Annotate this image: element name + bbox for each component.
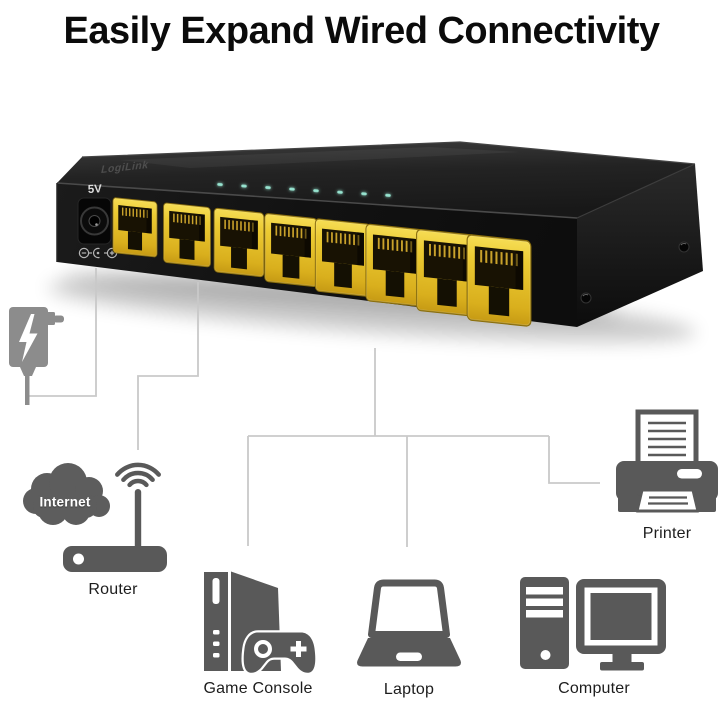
router-label: Router: [88, 581, 138, 598]
laptop-icon: [357, 579, 461, 667]
internet-label: Internet: [39, 494, 91, 510]
polarity-symbol: [78, 247, 118, 259]
lightning-bolt-icon: [19, 314, 38, 362]
power-adapter-icon: [9, 307, 64, 405]
switch-brand-text: LogiLink: [101, 159, 150, 176]
rj45-port: [162, 201, 212, 268]
rj45-port: [112, 196, 158, 258]
switch-front-top-edge: [56, 182, 578, 219]
cable-printer: [548, 436, 600, 484]
game-console-label: Game Console: [203, 680, 313, 697]
network-switch: LogiLink 5V: [56, 141, 703, 328]
router-led-dot: [73, 553, 84, 565]
router-body: [63, 546, 167, 572]
switch-side-face: [577, 164, 703, 327]
switch-top-face: [57, 142, 695, 218]
top-face-sheen: [120, 147, 520, 168]
screw-highlight: [680, 243, 687, 246]
connection-lines: [27, 268, 600, 547]
cable-power-adapter: [27, 268, 97, 397]
rj45-port: [465, 233, 533, 328]
game-console-icon: [204, 571, 318, 676]
page-title: Easily Expand Wired Connectivity: [63, 10, 660, 52]
switch-back-edge: [81, 141, 696, 165]
screw-highlight: [582, 294, 589, 297]
laptop-label: Laptop: [383, 681, 435, 698]
wifi-waves-icon: [115, 462, 161, 488]
computer-label: Computer: [558, 680, 630, 697]
rj45-port: [314, 217, 372, 298]
internet-cloud-icon: [23, 463, 110, 525]
switch-side-top-edge: [576, 163, 696, 219]
dc-power-jack: [77, 197, 112, 245]
case-screws: [580, 241, 690, 304]
cable-router: [137, 282, 199, 450]
rj45-port: [364, 222, 426, 308]
router-icon: [63, 462, 167, 572]
printer-icon: [616, 409, 718, 513]
printer-label: Printer: [642, 525, 692, 542]
rj45-port: [263, 212, 319, 288]
computer-icon: [520, 577, 666, 671]
router-antenna: [134, 489, 142, 549]
rj45-port: [213, 207, 265, 278]
power-port-label: 5V: [88, 183, 103, 196]
